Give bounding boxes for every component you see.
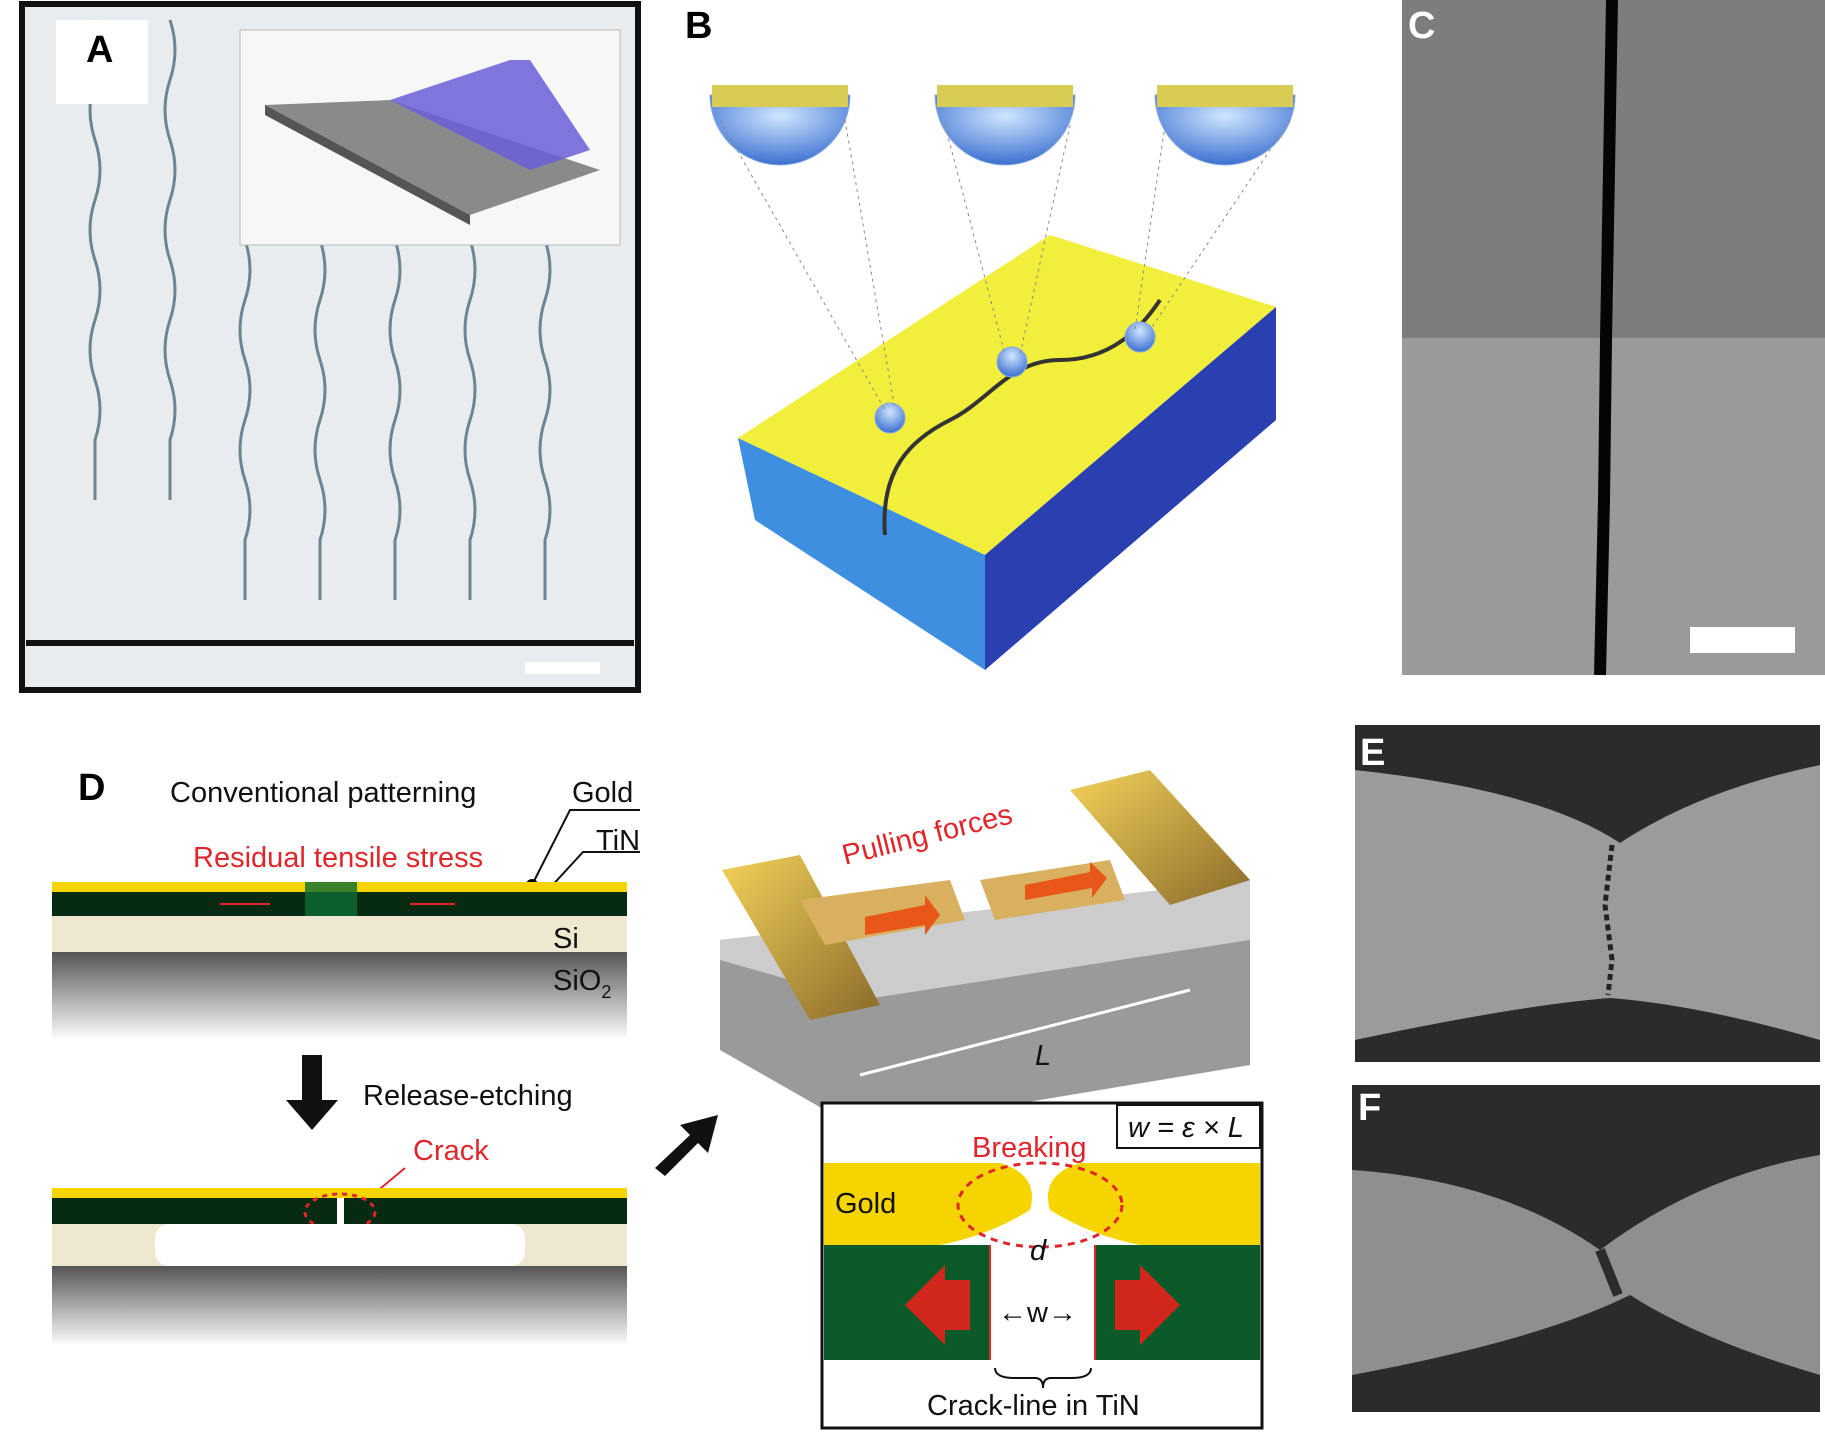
panel-e: E bbox=[1355, 725, 1820, 1062]
panel-label-f: F bbox=[1358, 1087, 1381, 1129]
panel-label-a: A bbox=[86, 29, 113, 71]
si-label: Si bbox=[553, 923, 579, 955]
panel-label-d: D bbox=[78, 767, 105, 809]
panel-d-device: Pulling forces L bbox=[720, 770, 1250, 1130]
panel-b: B bbox=[685, 5, 1296, 670]
scale-bar bbox=[525, 662, 600, 674]
left-force-arrow bbox=[905, 1265, 970, 1345]
pulling-arrow-left bbox=[865, 895, 940, 935]
panel-label-c: C bbox=[1408, 5, 1435, 47]
diagonal-arrow-icon bbox=[655, 1115, 718, 1176]
crackline-label: Crack-line in TiN bbox=[927, 1390, 1140, 1422]
w-label: ←w→ bbox=[998, 1297, 1077, 1329]
stress-label: Residual tensile stress bbox=[193, 842, 483, 874]
inset-3d-device bbox=[239, 29, 621, 246]
panel-f: F bbox=[1352, 1085, 1820, 1412]
title: Conventional patterning bbox=[170, 777, 476, 809]
crack bbox=[1594, 0, 1618, 676]
length-label: L bbox=[1035, 1040, 1051, 1072]
right-pad bbox=[1070, 770, 1250, 905]
formula: w = ε × L bbox=[1128, 1112, 1244, 1144]
panel-label-b: B bbox=[685, 5, 712, 47]
left-pad bbox=[722, 855, 880, 1020]
crack-label: Crack bbox=[413, 1135, 489, 1167]
zoom-bubbles bbox=[709, 94, 1296, 434]
pulling-label: Pulling forces bbox=[839, 799, 1016, 872]
d-label: d bbox=[1030, 1235, 1047, 1267]
pulling-arrow-right bbox=[1025, 862, 1107, 900]
step-label: Release-etching bbox=[363, 1080, 573, 1112]
crack-line bbox=[882, 298, 1162, 536]
gold-label: Gold bbox=[572, 777, 633, 809]
breaking-inset: w = ε × L Breaking Gold d ←w→ Crack-line… bbox=[820, 1101, 1264, 1430]
scale-bar bbox=[1690, 627, 1795, 653]
panel-c: C bbox=[1402, 0, 1825, 676]
right-force-arrow bbox=[1115, 1265, 1180, 1345]
gold-film-top bbox=[738, 235, 1276, 555]
gold-label-inset: Gold bbox=[835, 1188, 896, 1220]
panel-a: A bbox=[19, 1, 641, 693]
sio2-label: SiO2 bbox=[553, 965, 611, 1002]
panel-d-cross-sections: D Conventional patterning Gold TiN Resid… bbox=[52, 767, 718, 1344]
breaking-label: Breaking bbox=[972, 1132, 1086, 1164]
down-arrow-icon bbox=[286, 1055, 338, 1130]
panel-label-e: E bbox=[1360, 732, 1385, 774]
